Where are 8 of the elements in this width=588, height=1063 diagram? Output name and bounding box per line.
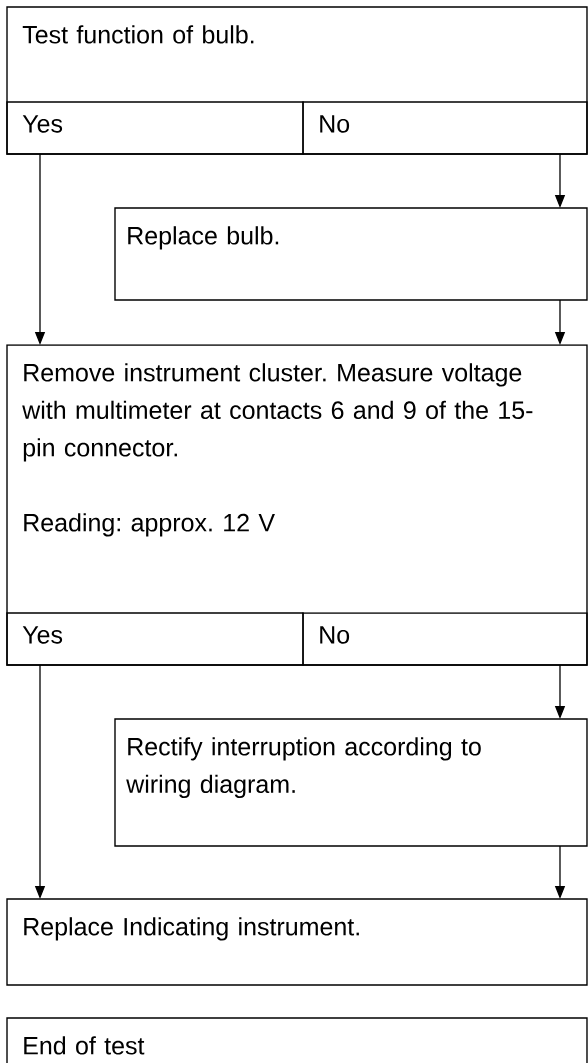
answer-cell: No — [302, 101, 588, 155]
step-box: End of test — [6, 1017, 588, 1063]
answer-cell: Yes — [6, 612, 304, 666]
answer-cell: No — [302, 612, 588, 666]
step-box: Replace bulb. — [114, 207, 588, 301]
step-box: Replace Indicating instrument. — [6, 898, 588, 986]
step-box: Rectify interruption according to wiring diagram. — [114, 718, 588, 847]
answer-cell: Yes — [6, 101, 304, 155]
